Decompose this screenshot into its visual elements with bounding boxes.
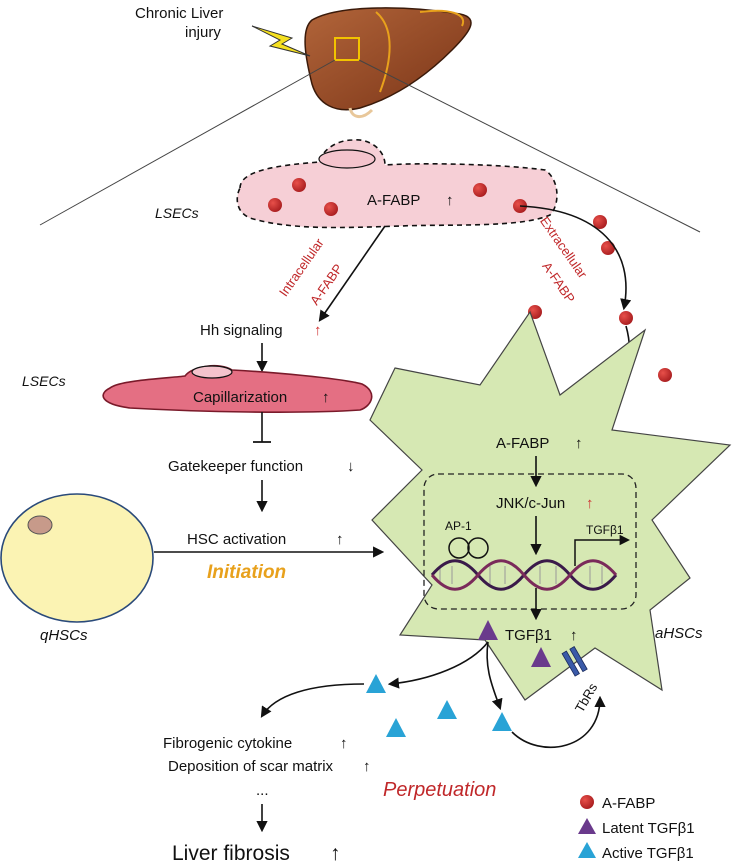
tgfb1-arrow: ↑ (570, 627, 578, 644)
latent-tgfb1-triangle (531, 647, 551, 667)
afabp-dot (593, 215, 607, 229)
intracellular-arrow (318, 225, 386, 322)
latent-to-active-arrow (486, 641, 503, 711)
tgfb1-text: TGFβ1 (505, 627, 552, 644)
afabp-dot (619, 311, 633, 325)
nucleus-outline (423, 473, 637, 610)
tgfb1-gene-text: TGFβ1 (586, 523, 624, 537)
afabp-dot (324, 202, 338, 216)
jnk-text: JNK/c-Jun (496, 495, 565, 512)
receptor-label: TbRs (572, 680, 601, 715)
lsec-top-afabp-arrow: ↑ (446, 192, 454, 209)
capillarized-lsec-cell (102, 364, 373, 413)
ahsc-cell (369, 310, 732, 701)
liver-label-line2: injury (185, 24, 221, 41)
legend-latent-label: Latent TGFβ1 (602, 820, 695, 837)
liver-fibrosis-arrow: ↑ (330, 842, 341, 865)
qhsc-cell (0, 493, 154, 623)
lsec-top-afabp: A-FABP (367, 192, 420, 209)
qhsc-label: qHSCs (40, 627, 88, 644)
tgfb1-gene-arrow (574, 534, 631, 566)
gatekeeper-arrow: ↓ (347, 458, 355, 475)
legend-afabp-icon (580, 795, 594, 809)
active-to-cytokine-arrow (260, 683, 365, 718)
dna-helix-icon (430, 559, 618, 591)
active-tgfb1-triangle (386, 718, 406, 737)
receptor-icon (561, 646, 588, 677)
legend-latent-icon (578, 818, 596, 834)
legend-active-icon (578, 842, 596, 858)
secretion-arrow (387, 641, 489, 689)
scar-text: Deposition of scar matrix (168, 758, 334, 775)
liver-fibrosis-text: Liver fibrosis (172, 842, 290, 865)
lightning-icon (251, 25, 311, 57)
afabp-dot (473, 183, 487, 197)
active-tgfb1-triangle (437, 700, 457, 719)
lsec-top-label: LSECs (155, 205, 199, 221)
active-tgfb1-triangle (492, 712, 512, 731)
gatekeeper-text: Gatekeeper function (168, 458, 303, 475)
svg-text:A-FABP: A-FABP (307, 261, 346, 307)
afabp-dot (292, 178, 306, 192)
active-tgfb1-triangle (366, 674, 386, 693)
cytokine-text: Fibrogenic cytokine (163, 735, 292, 752)
intracellular-label-2: A-FABP (307, 261, 346, 307)
ahsc-label: aHSCs (655, 625, 703, 642)
autocrine-loop-arrow (511, 695, 606, 749)
hsc-activation-arrow: ↑ (336, 531, 344, 548)
ap1-left-circle (448, 537, 470, 559)
afabp-dot (601, 241, 615, 255)
initiation-text: Initiation (207, 562, 286, 583)
ellipsis-text: ... (256, 782, 269, 799)
lsec-mid-label: LSECs (22, 373, 66, 389)
ap1-right-circle (467, 537, 489, 559)
ahsc-afabp-text: A-FABP (496, 435, 549, 452)
svg-text:TbRs: TbRs (572, 680, 601, 715)
liver-label-line1: Chronic Liver (135, 5, 223, 22)
jnk-arrow: ↑ (586, 495, 594, 512)
legend: A-FABP Latent TGFβ1 Active TGFβ1 (578, 795, 695, 862)
latent-tgfb1-triangle (478, 620, 498, 640)
liver-icon (304, 7, 472, 118)
zoom-line-right (358, 59, 701, 233)
hh-signaling-arrow: ↑ (314, 322, 322, 339)
ap1-text: AP-1 (445, 519, 472, 533)
lsec-top-cell (236, 139, 558, 229)
capillarization-text: Capillarization (193, 389, 287, 406)
legend-afabp-label: A-FABP (602, 795, 655, 812)
extracellular-arrow-top (519, 205, 632, 311)
zoom-line-left (39, 59, 336, 226)
perpetuation-text: Perpetuation (383, 779, 496, 801)
afabp-dot (268, 198, 282, 212)
capillarization-arrow: ↑ (322, 389, 330, 406)
ahsc-afabp-arrow: ↑ (575, 435, 583, 452)
legend-active-label: Active TGFβ1 (602, 845, 694, 862)
scar-arrow: ↑ (363, 758, 371, 775)
afabp-dot (658, 368, 672, 382)
hh-signaling-text: Hh signaling (200, 322, 283, 339)
hsc-activation-text: HSC activation (187, 531, 286, 548)
cytokine-arrow: ↑ (340, 735, 348, 752)
